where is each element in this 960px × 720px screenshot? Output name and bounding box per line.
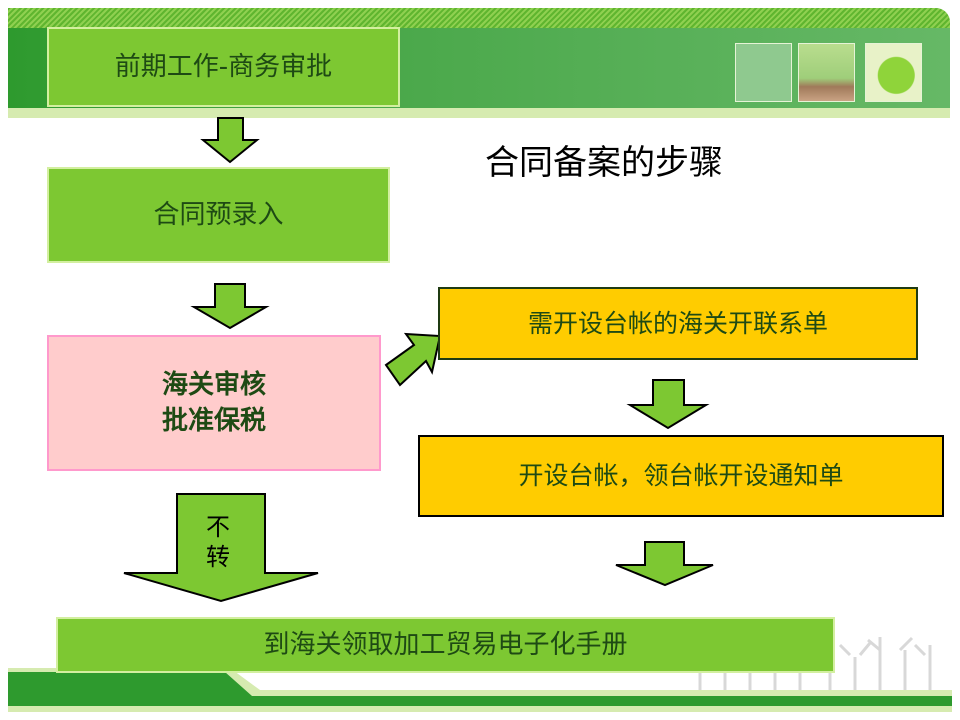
step-customs-review: 海关审核 批准保税 [47, 335, 381, 471]
down-arrow-2 [190, 283, 270, 330]
down-arrow-no-transfer [123, 493, 319, 603]
page-title: 合同备案的步骤 [485, 143, 723, 183]
step-need-ledger: 需开设台帐的海关开联系单 [438, 287, 918, 360]
header-title: 前期工作-商务审批 [47, 27, 400, 107]
header-hatch-stripe [8, 8, 950, 28]
leaf-image [865, 43, 922, 102]
no-transfer-char-2: 转 [206, 543, 230, 571]
decor-tile [735, 43, 792, 102]
down-arrow-4 [615, 541, 714, 587]
review-line-1: 海关审核 [161, 370, 266, 400]
no-transfer-label: 不 转 [206, 512, 230, 572]
down-arrow-1 [200, 117, 260, 164]
step-pre-entry: 合同预录入 [47, 167, 390, 263]
seedling-image [798, 43, 855, 102]
step-final-handbook: 到海关领取加工贸易电子化手册 [56, 617, 835, 673]
down-arrow-3 [626, 379, 710, 430]
footer-band [8, 668, 952, 712]
review-line-2: 批准保税 [161, 406, 266, 436]
step-open-ledger: 开设台帐，领台帐开设通知单 [418, 435, 944, 517]
diagonal-arrow [384, 332, 442, 387]
no-transfer-char-1: 不 [206, 513, 230, 541]
header-underline [8, 108, 950, 118]
